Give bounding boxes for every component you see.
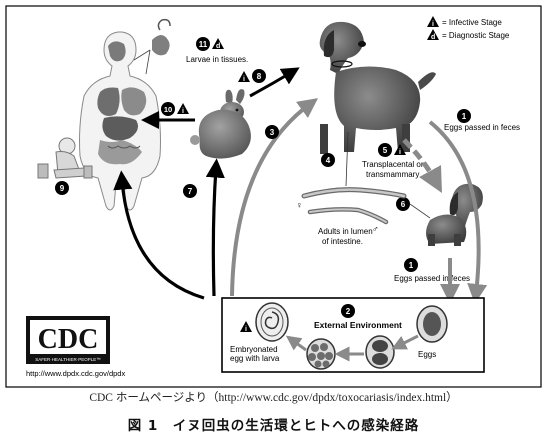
step-1b-marker: 1: [404, 258, 418, 272]
svg-text:d: d: [431, 34, 435, 41]
embryonated-egg-label-line1: Embryonated: [230, 345, 278, 354]
svg-text:10: 10: [164, 105, 172, 114]
adult-worms-illustration: ♀ ♂: [296, 187, 407, 234]
svg-text:CDC: CDC: [38, 324, 99, 355]
svg-text:i: i: [243, 76, 245, 83]
svg-text:9: 9: [60, 184, 65, 193]
adult-dog-illustration: [319, 21, 436, 154]
eggs-passed-feces-top-label: Eggs passed in feces: [444, 123, 520, 132]
male-symbol: ♂: [372, 224, 379, 234]
unembryonated-egg-illustration: [416, 305, 448, 343]
rabbit-illustration: [190, 89, 251, 159]
svg-text:i: i: [399, 149, 401, 156]
adults-in-lumen-label-line2: of intestine.: [322, 237, 363, 246]
arrow-egg-development-3: [285, 335, 307, 352]
embryonated-egg-illustration: [255, 302, 289, 342]
svg-text:7: 7: [188, 187, 193, 196]
larvae-in-tissues-label: Larvae in tissues.: [186, 55, 248, 64]
diagnostic-stage-icon: d: [427, 29, 439, 41]
step-8-marker: 8: [252, 69, 266, 83]
human-anatomy-illustration: [79, 18, 171, 211]
step-10-marker: 10: [161, 102, 175, 116]
step-2-marker: 2: [341, 304, 355, 318]
adults-in-lumen-label-line1: Adults in lumen: [318, 227, 373, 236]
svg-text:i: i: [182, 108, 184, 115]
infective-stage-icon: i: [240, 321, 252, 333]
cdc-url: http://www.dpdx.cdc.gov/dpdx: [26, 369, 125, 378]
arrow-egg-development-1: [391, 334, 419, 350]
svg-text:i: i: [245, 326, 247, 333]
child-eating-soil-illustration: [37, 137, 93, 179]
svg-text:2: 2: [346, 307, 351, 316]
arrow-dog-to-environment: [428, 120, 488, 304]
svg-text:3: 3: [270, 128, 275, 137]
infective-stage-icon: i: [177, 103, 189, 115]
arrow-dog-to-puppy-dashed: [402, 138, 442, 193]
svg-text:d: d: [216, 43, 220, 50]
step-3-marker: 3: [265, 125, 279, 139]
step-9-marker: 9: [55, 181, 69, 195]
transplacental-label-line2: transmammary: [366, 170, 419, 179]
embryonated-egg-label-line2: egg with larva: [230, 354, 280, 363]
svg-text:i: i: [432, 21, 434, 28]
segmented-egg-illustration: [306, 338, 336, 370]
cdc-logo: CDC SAFER·HEALTHIER·PEOPLE™: [26, 316, 110, 364]
svg-text:SAFER·HEALTHIER·PEOPLE™: SAFER·HEALTHIER·PEOPLE™: [35, 357, 100, 362]
eggs-passed-feces-bottom-label: Eggs passed in feces: [394, 274, 470, 283]
step-1-marker: 1: [457, 109, 471, 123]
two-cell-egg-illustration: [365, 335, 395, 369]
arrow-environment-to-rabbit: [205, 158, 225, 297]
diagnostic-stage-icon: d: [212, 38, 224, 50]
infective-stage-icon: i: [394, 144, 406, 156]
svg-text:11: 11: [199, 40, 208, 49]
figure-caption: 図 1 イヌ回虫の生活環とヒトへの感染経路: [127, 418, 420, 434]
infective-stage-icon: i: [427, 16, 439, 28]
legend: i = Infective Stage d = Diagnostic Stage: [427, 16, 510, 41]
svg-text:5: 5: [383, 146, 388, 155]
step-4-marker: 4: [321, 153, 335, 167]
step-11-marker: 11: [196, 37, 210, 51]
transplacental-label-line1: Transplacental or: [362, 160, 424, 169]
svg-text:1: 1: [409, 261, 414, 270]
svg-text:1: 1: [462, 112, 467, 121]
female-symbol: ♀: [296, 200, 303, 210]
arrow-environment-to-human: [113, 170, 205, 300]
legend-infective-label: = Infective Stage: [442, 18, 502, 27]
svg-text:4: 4: [326, 156, 331, 165]
svg-text:6: 6: [401, 200, 406, 209]
legend-diagnostic-label: = Diagnostic Stage: [442, 31, 510, 40]
step-5-marker: 5: [378, 143, 392, 157]
svg-text:8: 8: [257, 72, 262, 81]
external-environment-label: External Environment: [314, 320, 402, 330]
infective-stage-icon: i: [238, 71, 250, 83]
arrow-environment-to-dog: [230, 98, 319, 297]
step-6-marker: 6: [396, 197, 410, 211]
source-credit: CDC ホームページより（http://www.cdc.gov/dpdx/tox…: [89, 392, 458, 404]
eggs-label: Eggs: [418, 350, 436, 359]
step-7-marker: 7: [183, 184, 197, 198]
arrow-rabbit-to-dog: [249, 67, 300, 98]
